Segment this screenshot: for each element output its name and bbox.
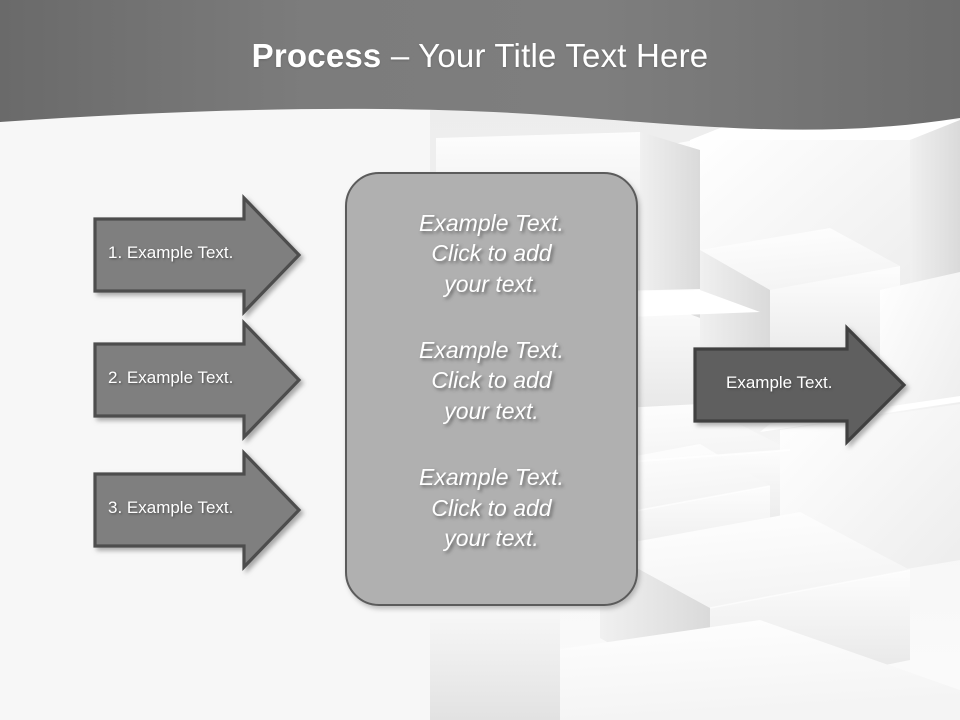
result-arrow[interactable]: Example Text. xyxy=(692,324,907,446)
title-banner xyxy=(0,0,960,130)
page-title-rest: – Your Title Text Here xyxy=(381,37,709,74)
page-title: Process – Your Title Text Here xyxy=(0,0,960,112)
center-panel-block-3: Example Text. Click to add your text. xyxy=(419,464,564,551)
process-arrow-2[interactable]: 2. Example Text. xyxy=(92,319,302,441)
process-arrow-1[interactable]: 1. Example Text. xyxy=(92,194,302,316)
center-content-panel[interactable]: Example Text. Click to add your text. Ex… xyxy=(345,172,638,606)
center-panel-block-1: Example Text. Click to add your text. xyxy=(419,210,564,297)
page-title-bold: Process xyxy=(251,37,382,74)
process-arrow-3[interactable]: 3. Example Text. xyxy=(92,449,302,571)
center-panel-block-2: Example Text. Click to add your text. xyxy=(419,337,564,424)
